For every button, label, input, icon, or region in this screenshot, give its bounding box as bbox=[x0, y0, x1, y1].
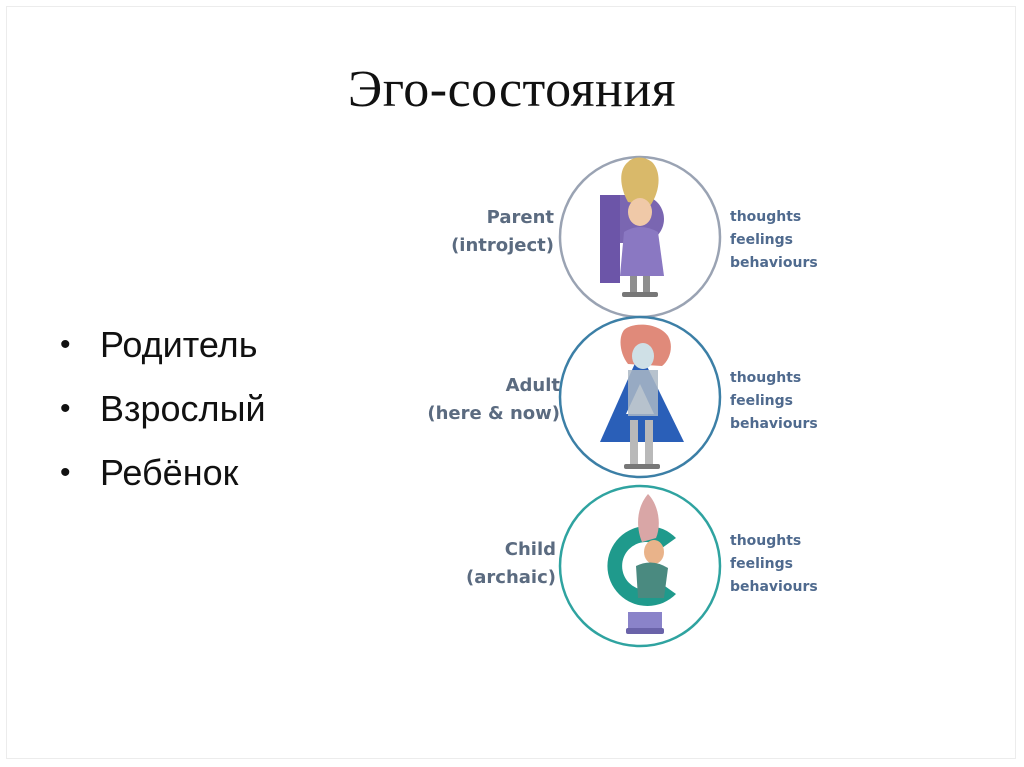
parent-letter-p bbox=[600, 195, 620, 283]
parent-figure-icon bbox=[620, 157, 664, 297]
child-label-line2: (archaic) bbox=[466, 567, 556, 588]
slide-title: Эго-состояния bbox=[347, 61, 677, 118]
aspect-behaviours: behaviours bbox=[730, 416, 818, 432]
bullet-text: Ребёнок bbox=[100, 452, 239, 493]
parent-aspects: thoughts feelings behaviours bbox=[730, 206, 818, 275]
parent-label-line2: (introject) bbox=[451, 235, 554, 256]
adult-aspects: thoughts feelings behaviours bbox=[730, 367, 818, 436]
bullet-list: • Родитель • Взрослый • Ребёнок bbox=[58, 318, 266, 510]
child-figure-icon bbox=[626, 494, 668, 634]
aspect-behaviours: behaviours bbox=[730, 579, 818, 595]
bullet-item: • Взрослый bbox=[58, 382, 266, 446]
bullet-item: • Родитель bbox=[58, 318, 266, 382]
child-label: Child (archaic) bbox=[336, 536, 556, 592]
aspect-feelings: feelings bbox=[730, 232, 793, 248]
parent-label: Parent (introject) bbox=[334, 204, 554, 260]
bullet-dot-icon: • bbox=[60, 328, 71, 361]
child-ego-state bbox=[558, 484, 722, 648]
bullet-text: Родитель bbox=[100, 324, 258, 365]
aspect-thoughts: thoughts bbox=[730, 533, 802, 549]
adult-ego-state bbox=[558, 315, 722, 479]
bullet-text: Взрослый bbox=[100, 388, 266, 429]
child-label-line1: Child bbox=[504, 539, 556, 560]
adult-label-line2: (here & now) bbox=[427, 403, 560, 424]
adult-label: Adult (here & now) bbox=[340, 372, 560, 428]
parent-ego-state bbox=[558, 155, 722, 319]
parent-label-line1: Parent bbox=[486, 207, 554, 228]
adult-label-line1: Adult bbox=[505, 375, 560, 396]
aspect-feelings: feelings bbox=[730, 556, 793, 572]
aspect-thoughts: thoughts bbox=[730, 370, 802, 386]
aspect-thoughts: thoughts bbox=[730, 209, 802, 225]
aspect-feelings: feelings bbox=[730, 393, 793, 409]
bullet-dot-icon: • bbox=[60, 392, 71, 425]
child-aspects: thoughts feelings behaviours bbox=[730, 530, 818, 599]
slide-frame bbox=[6, 6, 1016, 759]
aspect-behaviours: behaviours bbox=[730, 255, 818, 271]
adult-figure-icon bbox=[620, 324, 671, 469]
child-letter-c bbox=[607, 526, 676, 606]
bullet-dot-icon: • bbox=[60, 456, 71, 489]
bullet-item: • Ребёнок bbox=[58, 446, 266, 510]
